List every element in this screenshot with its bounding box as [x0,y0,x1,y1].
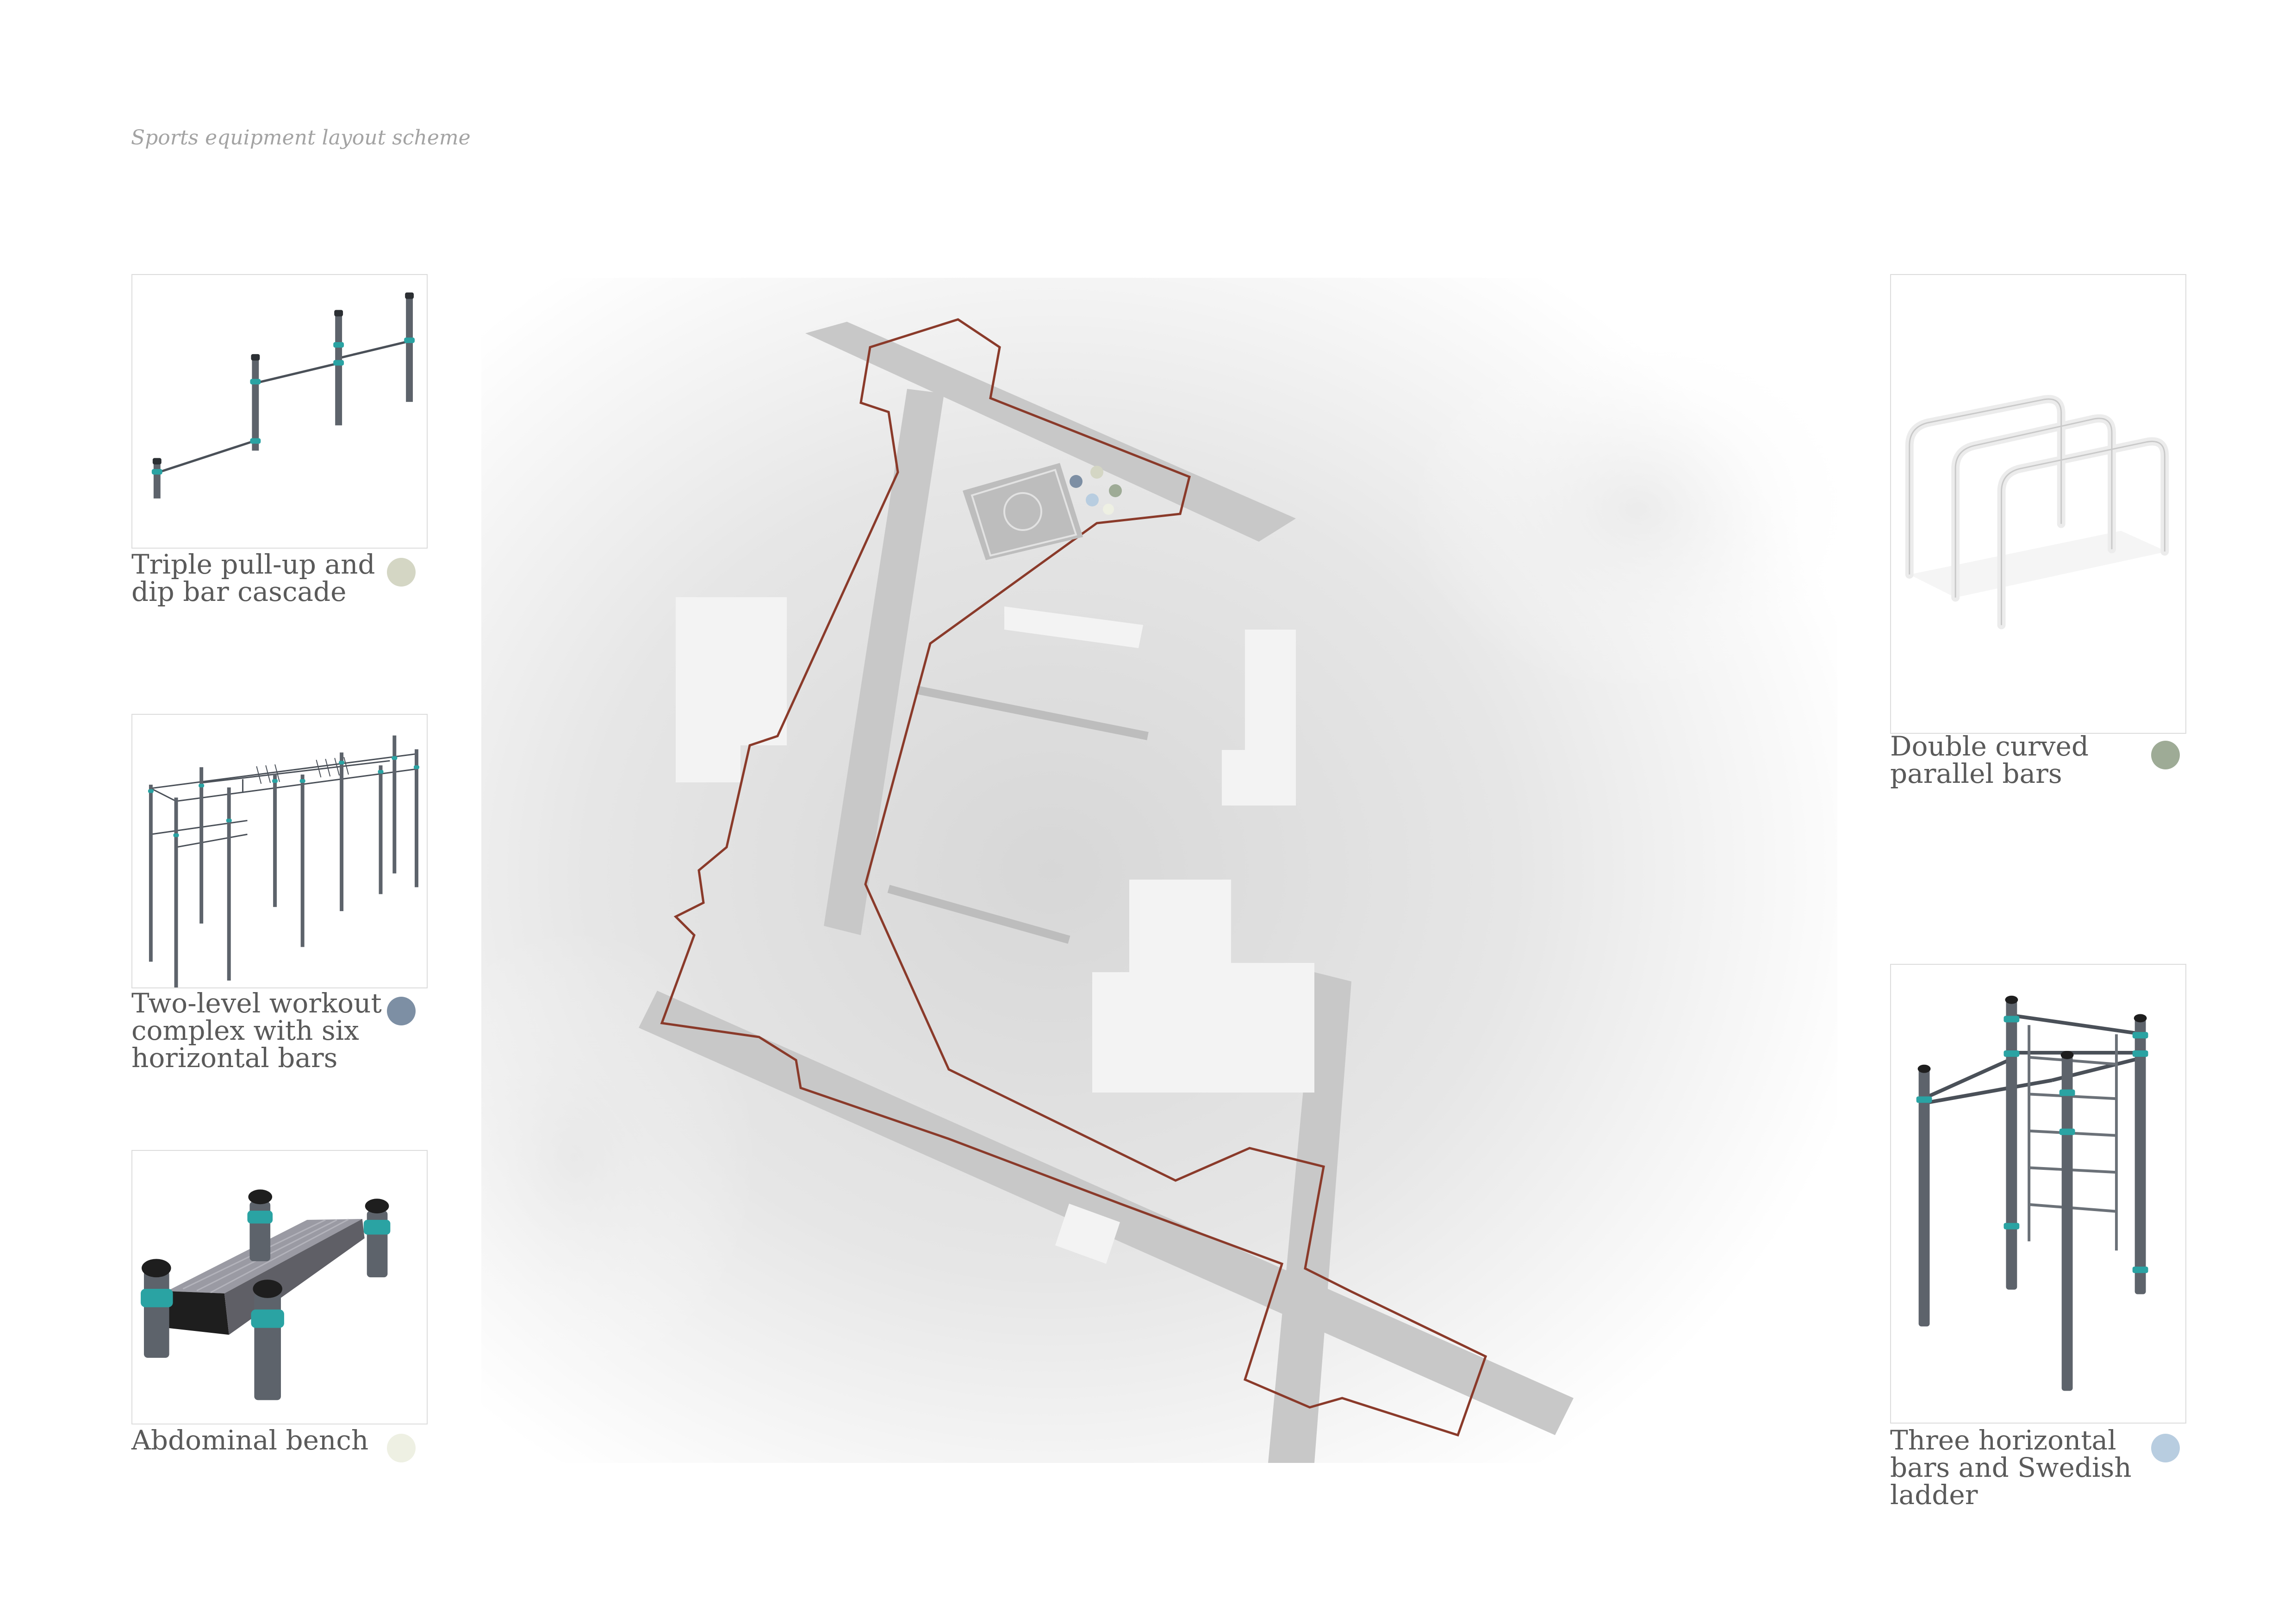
page-title: Sports equipment layout scheme [131,126,471,150]
equipment-color-dot [2151,1434,2180,1462]
equipment-label: Double curved parallel bars [1890,731,2089,789]
equipment-marker [1086,493,1099,506]
site-plan-map [389,278,1870,1463]
pullup-cascade-icon [151,292,415,499]
equipment-card-ab-bench[interactable] [131,1150,428,1424]
equipment-color-dot [2151,741,2180,769]
equipment-marker [1090,466,1103,479]
equipment-label: Abdominal bench [131,1424,369,1456]
equipment-marker [1103,504,1114,515]
swedish-ladder-icon [1916,995,2148,1391]
equipment-color-dot [387,1434,416,1462]
equipment-marker [1070,475,1083,488]
equipment-marker [1109,484,1122,497]
equipment-card-two-level[interactable] [131,714,428,988]
equipment-card-triple-pullup[interactable] [131,274,428,549]
site-boundary [660,318,1487,1437]
equipment-color-dot [387,997,416,1025]
bench-icon [141,1189,391,1400]
equipment-label: Two-level workout complex with six horiz… [131,987,382,1074]
workout-complex-icon [148,735,419,987]
parallel-bars-icon [1905,395,2169,630]
equipment-color-dot [387,558,416,587]
equipment-card-swedish-ladder[interactable] [1890,964,2186,1424]
equipment-card-parallel-bars[interactable] [1890,274,2186,734]
equipment-label: Triple pull-up and dip bar cascade [131,549,375,607]
equipment-label: Three horizontal bars and Swedish ladder [1890,1424,2132,1511]
